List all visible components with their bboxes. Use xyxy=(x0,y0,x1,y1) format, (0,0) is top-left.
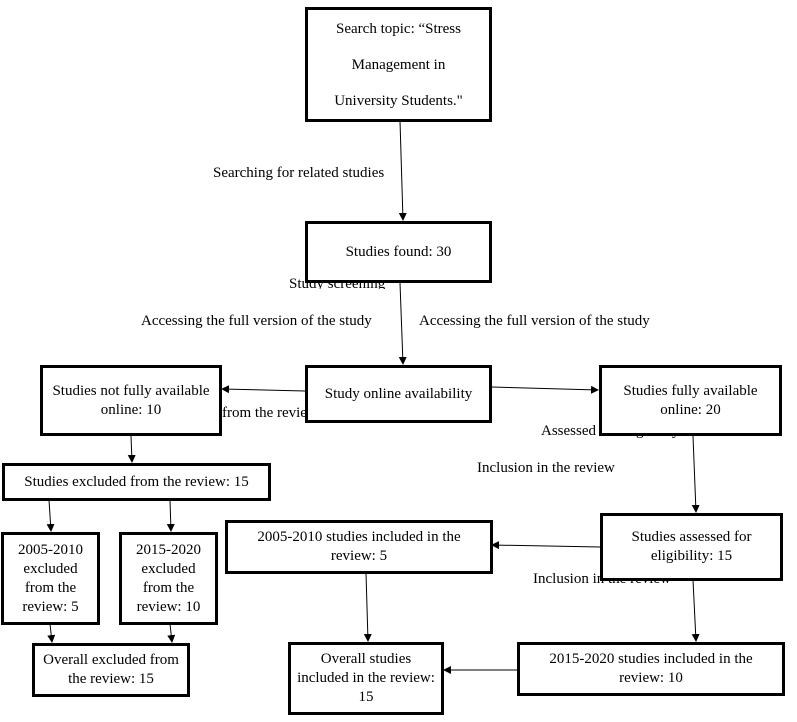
edge-label-full-version-left: Accessing the full version of the study xyxy=(141,313,372,329)
edge-found-to-availability xyxy=(398,282,407,365)
node-included-2005-2010: 2005-2010 studies included in the review… xyxy=(225,520,493,574)
edge-availability-to-fully-available xyxy=(491,385,599,394)
edge-fully-available-to-assessed xyxy=(691,435,700,513)
edge-label-full-version-right: Accessing the full version of the study xyxy=(419,313,650,329)
node-included-2015-2020-text: 2015-2020 studies included in the review… xyxy=(549,651,753,686)
edge-label-hidden-left: from the review xyxy=(222,405,318,421)
edge-assessed-to-2015-2020-incl xyxy=(691,579,700,642)
edge-not-available-to-excluded xyxy=(127,435,136,463)
node-studies-found-text: Studies found: 30 xyxy=(345,243,452,260)
edge-2015-2020-excl-to-overall xyxy=(167,623,176,643)
node-overall-included-text: Overall studies included in the review: … xyxy=(297,651,435,705)
node-assessed-eligibility-text: Studies assessed for eligibility: 15 xyxy=(631,529,752,564)
node-excluded-2015-2020-text: 2015-2020 excluded from the review: 10 xyxy=(136,541,201,615)
node-online-availability-text: Study online availability xyxy=(324,385,473,402)
edge-search-to-found xyxy=(398,120,407,221)
edge-label-searching: Searching for related studies xyxy=(213,165,385,181)
node-excluded-2015-2020: 2015-2020 excluded from the review: 10 xyxy=(119,532,218,625)
node-not-fully-available: Studies not fully available online: 10 xyxy=(40,365,222,436)
node-search-topic: Search topic: “Stress Management in Univ… xyxy=(305,7,492,122)
node-search-topic-text: Search topic: “Stress Management in Univ… xyxy=(334,20,463,109)
node-assessed-eligibility: Studies assessed for eligibility: 15 xyxy=(600,513,783,581)
edge-availability-to-not-available xyxy=(221,385,306,394)
node-overall-excluded-text: Overall excluded from the review: 15 xyxy=(43,652,179,687)
node-excluded-2005-2010-text: 2005-2010 excluded from the review: 5 xyxy=(18,541,83,615)
node-not-fully-available-text: Studies not fully available online: 10 xyxy=(52,382,210,418)
edge-assessed-to-2005-2010-incl xyxy=(491,541,601,550)
node-excluded-review: Studies excluded from the review: 15 xyxy=(2,463,271,501)
node-included-2005-2010-text: 2005-2010 studies included in the review… xyxy=(257,529,461,564)
node-excluded-2005-2010: 2005-2010 excluded from the review: 5 xyxy=(1,532,100,625)
edge-2005-2010-excl-to-overall xyxy=(47,623,56,643)
node-included-2015-2020: 2015-2020 studies included in the review… xyxy=(517,642,785,696)
edge-label-inclusion: Inclusion in the review xyxy=(477,460,615,476)
node-overall-included: Overall studies included in the review: … xyxy=(288,642,444,715)
node-fully-available: Studies fully available online: 20 xyxy=(599,365,782,436)
node-fully-available-text: Studies fully available online: 20 xyxy=(623,382,758,418)
edge-2005-2010-incl-to-overall xyxy=(363,572,372,642)
edge-excluded-to-2005-2010 xyxy=(46,499,55,532)
node-studies-found: Studies found: 30 xyxy=(305,221,492,283)
node-online-availability: Study online availability xyxy=(305,365,492,423)
node-overall-excluded: Overall excluded from the review: 15 xyxy=(32,643,190,697)
edge-excluded-to-2015-2020 xyxy=(166,499,175,532)
node-excluded-review-text: Studies excluded from the review: 15 xyxy=(24,473,249,490)
